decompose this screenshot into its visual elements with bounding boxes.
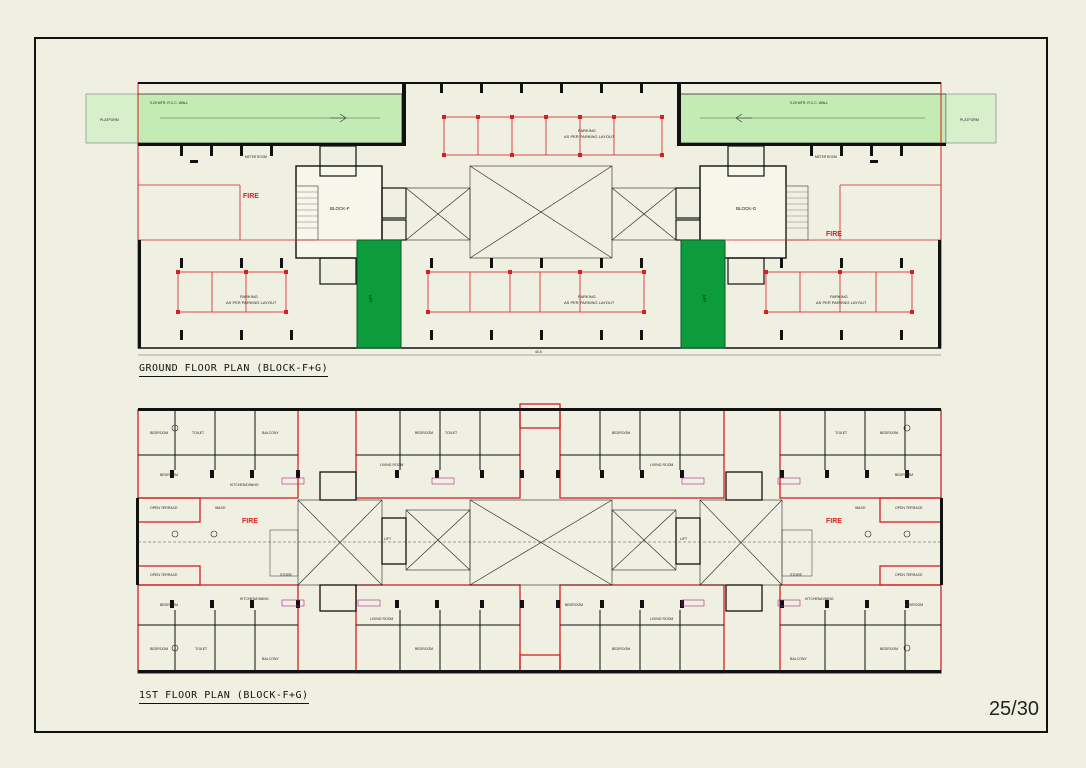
lift-label-left: LIFT — [369, 294, 373, 302]
ground-floor-plan: 0.20 MTR. R.C.C. WALL 0.20 MTR. R.C.C. W… — [85, 82, 997, 356]
drawing-sheet-border — [34, 37, 1048, 733]
room-wash-2: WASH — [855, 506, 866, 510]
room-bedroom-5: BEDROOM — [880, 431, 898, 435]
room-open-terrace-1: OPEN TERRACE — [150, 506, 178, 510]
meter-room-right: METER ROOM — [815, 155, 837, 159]
first-floor-title: 1ST FLOOR PLAN (BLOCK-F+G) — [139, 690, 309, 704]
room-bedroom-6: BEDROOM — [895, 473, 913, 477]
ground-floor-title: GROUND FLOOR PLAN (BLOCK-F+G) — [139, 363, 329, 377]
parking-label-top-2: AS PER PARKING LAYOUT — [564, 134, 615, 139]
room-bedroom-4: BEDROOM — [612, 431, 630, 435]
room-open-terrace-4: OPEN TERRACE — [895, 573, 923, 577]
room-bedroom-12: BEDROOM — [905, 603, 923, 607]
room-bedroom-13: BEDROOM — [880, 647, 898, 651]
room-lift-2: LIFT — [680, 537, 688, 541]
lift-label-right: LIFT — [703, 294, 707, 302]
room-open-terrace-3: OPEN TERRACE — [150, 573, 178, 577]
room-living-2: LIVING ROOM — [650, 463, 673, 467]
room-toilet-4: TOILET — [195, 647, 208, 651]
room-living-4: LIVING ROOM — [650, 617, 673, 621]
grid-markers — [171, 424, 911, 652]
room-living-3: LIVING ROOM — [370, 617, 393, 621]
unit-tags — [281, 477, 801, 607]
parking-label-left-2: AS PER PARKING LAYOUT — [226, 300, 277, 305]
platform-right — [945, 93, 997, 144]
apartment-boundaries — [137, 403, 942, 674]
first-columns — [136, 408, 943, 673]
room-bedroom-11: BEDROOM — [612, 647, 630, 651]
room-living-1: LIVING ROOM — [380, 463, 403, 467]
lift-shaft-left — [356, 239, 402, 349]
room-bedroom-7: BEDROOM — [160, 603, 178, 607]
ground-central-voids — [405, 165, 677, 259]
fire-tag-first-right: FIRE — [826, 518, 842, 525]
rcc-wall-label: 0.20 MTR. R.C.C. WALL — [150, 101, 188, 105]
parking-label-right-1: PARKING — [830, 294, 848, 299]
ramp-left — [137, 93, 403, 144]
platform-label-left: PLATFORM — [100, 118, 119, 122]
fire-tag-first-left: FIRE — [242, 518, 258, 525]
platform-label-right: PLATFORM — [960, 118, 979, 122]
room-toilet-1: TOILET — [192, 431, 205, 435]
page-number: 25/30 — [988, 698, 1039, 720]
room-balcony-2: BALCONY — [262, 657, 279, 661]
fire-tag-left: FIRE — [243, 193, 259, 200]
block-g-label: BLOCK-G — [736, 206, 757, 211]
room-toilet-3: TOILET — [835, 431, 848, 435]
parking-grid-nodes — [176, 115, 914, 314]
room-wash-1: WASH — [215, 506, 226, 510]
room-bedroom-2: BEDROOM — [160, 473, 178, 477]
first-lift-cores — [319, 471, 763, 612]
parking-label-mid-2: AS PER PARKING LAYOUT — [564, 300, 615, 305]
parking-label-top-1: PARKING — [578, 128, 596, 133]
room-lift-1: LIFT — [384, 537, 392, 541]
room-bedroom-8: BEDROOM — [150, 647, 168, 651]
room-kitchen-1: KITCHEN/DINING — [230, 483, 259, 487]
room-bedroom-1: BEDROOM — [150, 431, 168, 435]
parking-label-right-2: AS PER PARKING LAYOUT — [816, 300, 867, 305]
room-kitchen-2: KITCHEN/DINING — [240, 597, 269, 601]
room-kitchen-3: KITCHEN/DINING — [805, 597, 834, 601]
room-toilet-2: TOILET — [445, 431, 458, 435]
platform-left — [85, 93, 139, 144]
first-central-voids — [138, 499, 941, 586]
parking-grid-lines — [138, 116, 941, 313]
first-floor-plan: BEDROOM TOILET BALCONY BEDROOM KITCHEN/D… — [136, 403, 943, 674]
fire-tag-right: FIRE — [826, 231, 842, 238]
ground-columns — [138, 83, 941, 348]
room-open-terrace-2: OPEN TERRACE — [895, 506, 923, 510]
room-store-1: STORE — [280, 573, 293, 577]
parking-label-left-1: PARKING — [240, 294, 258, 299]
room-bedroom-10: BEDROOM — [565, 603, 583, 607]
block-g-core: BLOCK-G — [675, 145, 809, 285]
meter-room-left: METER ROOM — [245, 155, 267, 159]
room-balcony-1: BALCONY — [262, 431, 279, 435]
interior-walls — [138, 410, 941, 673]
room-bedroom-9: BEDROOM — [415, 647, 433, 651]
block-f-core: BLOCK-F — [295, 145, 407, 285]
parking-label-mid-1: PARKING — [578, 294, 596, 299]
block-f-label: BLOCK-F — [330, 206, 350, 211]
room-balcony-3: BALCONY — [790, 657, 807, 661]
svg-text:40.5: 40.5 — [535, 350, 542, 354]
room-bedroom-3: BEDROOM — [415, 431, 433, 435]
room-store-2: STORE — [790, 573, 803, 577]
rcc-wall-label-right: 0.20 MTR. R.C.C. WALL — [790, 101, 828, 105]
lift-shaft-right — [680, 239, 726, 349]
